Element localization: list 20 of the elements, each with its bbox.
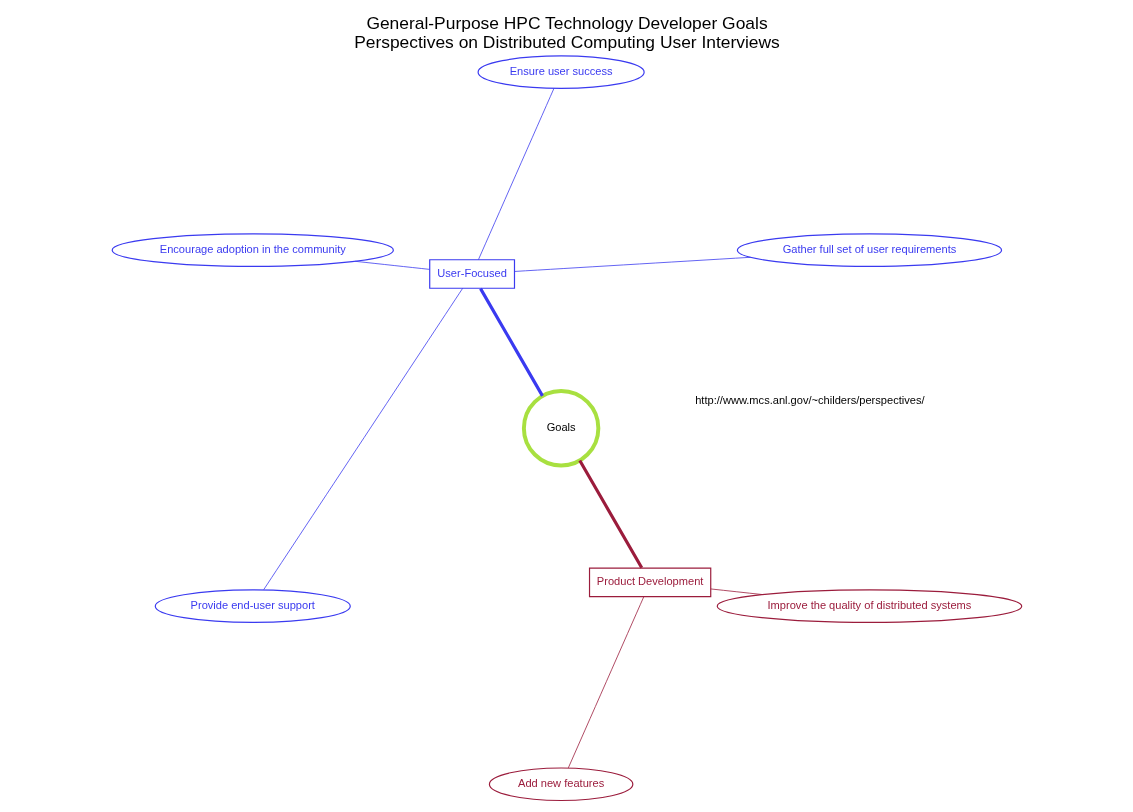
connector [513, 256, 751, 272]
node-ellipse: Gather full set of user requirements [736, 233, 1002, 267]
diagram-title: General-Purpose HPC Technology Developer Goals [365, 12, 768, 33]
connector [577, 459, 643, 569]
node-ellipse: Add new features [488, 767, 633, 802]
connector [477, 88, 554, 260]
caption: Perspectives on Distributed Computing User Interviews [353, 31, 780, 52]
node-ellipse: Ensure user success [477, 55, 645, 89]
connector [478, 287, 544, 397]
node-ellipse: Provide end-user support [154, 589, 351, 624]
node-box: User-Focused [428, 259, 515, 289]
node-box: Product Development [588, 567, 711, 598]
connector [567, 596, 644, 769]
connector [354, 260, 430, 270]
node-ellipse: Improve the quality of distributed systems [716, 589, 1022, 624]
connector [262, 287, 463, 591]
node-ellipse: Encourage adoption in the community [111, 233, 394, 267]
node-circle: Goals [521, 388, 600, 468]
label: http://www.mcs.anl.gov/~childers/perspectives/ [694, 394, 925, 407]
connector [710, 588, 763, 595]
